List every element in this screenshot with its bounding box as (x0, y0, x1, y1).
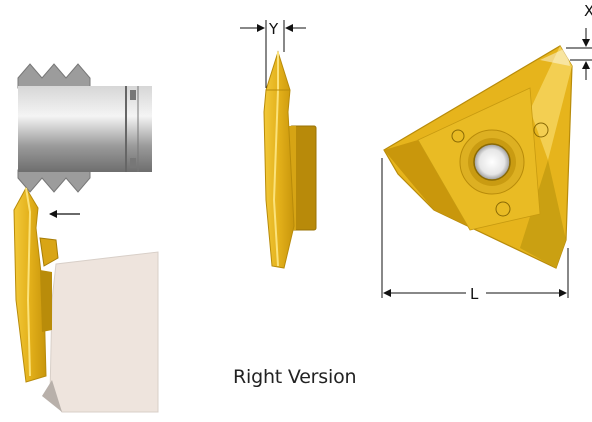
dimension-x-label: X (584, 2, 592, 20)
version-caption: Right Version (233, 366, 357, 388)
dimension-l-label: L (470, 285, 479, 303)
dimension-x: X (566, 2, 592, 80)
marking-dot (495, 201, 511, 217)
tool-holder (42, 251, 159, 413)
threaded-workpiece (17, 63, 152, 193)
threading-setup (13, 63, 159, 413)
dimension-l: L (381, 158, 569, 303)
insert-side-view-left (13, 186, 59, 383)
marking-dot (451, 129, 465, 143)
dimension-y-label: Y (268, 20, 279, 38)
triangular-insert (383, 45, 573, 269)
dimension-y: Y (240, 20, 306, 88)
marking-dot (533, 122, 549, 138)
insert-side-view (263, 50, 317, 269)
